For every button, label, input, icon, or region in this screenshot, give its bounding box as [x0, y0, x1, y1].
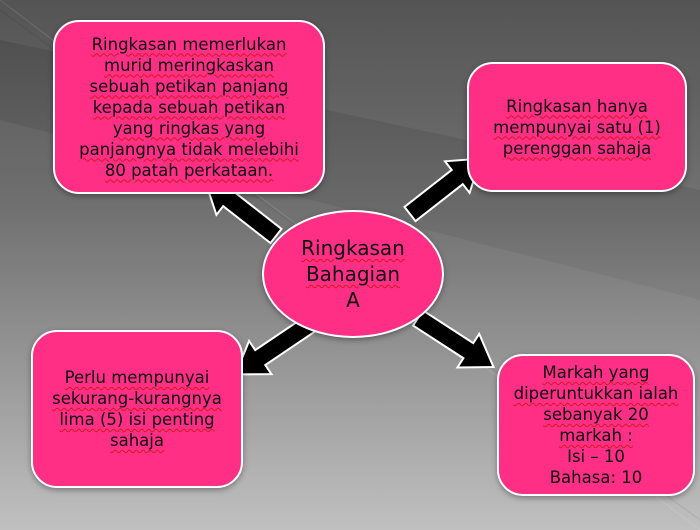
text-line: Isi – 10	[567, 447, 625, 466]
text-line: markah :	[559, 426, 633, 445]
text-line: Bahagian	[305, 262, 401, 286]
text-line: kepada sebuah petikan	[92, 97, 286, 117]
text-line: 80 patah perkataan.	[104, 160, 274, 180]
text-line: mempunyai satu (1)	[493, 117, 661, 137]
center-topic-text: Ringkasan Bahagian A	[301, 235, 405, 313]
text-line: diperuntukkan ialah	[513, 384, 679, 403]
text-line: sebuah petikan panjang	[89, 76, 289, 96]
text-line: Markah yang	[542, 363, 650, 382]
note-box-bottom-right: Markah yang diperuntukkan ialah sebanyak…	[497, 354, 695, 496]
text-line: sekurang-kurangnya	[52, 389, 222, 408]
note-box-bottom-left: Perlu mempunyai sekurang-kurangnya lima …	[31, 330, 243, 488]
text-line: yang ringkas yang	[112, 118, 266, 138]
text-line: Ringkasan	[301, 236, 405, 260]
text-line: murid meringkaskan	[104, 55, 274, 75]
text-line: sebanyak 20	[543, 405, 649, 424]
text-line: A	[346, 288, 360, 312]
text-line: Ringkasan memerlukan	[91, 34, 287, 54]
text-line: Perlu mempunyai	[64, 368, 210, 387]
center-topic-ellipse: Ringkasan Bahagian A	[262, 210, 444, 338]
text-line: lima (5) isi penting	[59, 410, 215, 429]
text-line: panjangnya tidak melebihi	[79, 139, 299, 159]
note-text-top-right: Ringkasan hanya mempunyai satu (1) peren…	[493, 96, 661, 159]
note-box-top-right: Ringkasan hanya mempunyai satu (1) peren…	[467, 62, 687, 192]
note-text-top-left: Ringkasan memerlukan murid meringkaskan …	[79, 34, 299, 181]
text-line: perenggan sahaja	[502, 138, 652, 158]
note-text-bottom-left: Perlu mempunyai sekurang-kurangnya lima …	[52, 367, 222, 451]
note-text-bottom-right: Markah yang diperuntukkan ialah sebanyak…	[514, 362, 679, 488]
text-line: sahaja	[110, 431, 164, 450]
text-line: Ringkasan hanya	[506, 96, 648, 116]
note-box-top-left: Ringkasan memerlukan murid meringkaskan …	[53, 20, 325, 194]
text-line: Bahasa: 10	[549, 468, 643, 487]
